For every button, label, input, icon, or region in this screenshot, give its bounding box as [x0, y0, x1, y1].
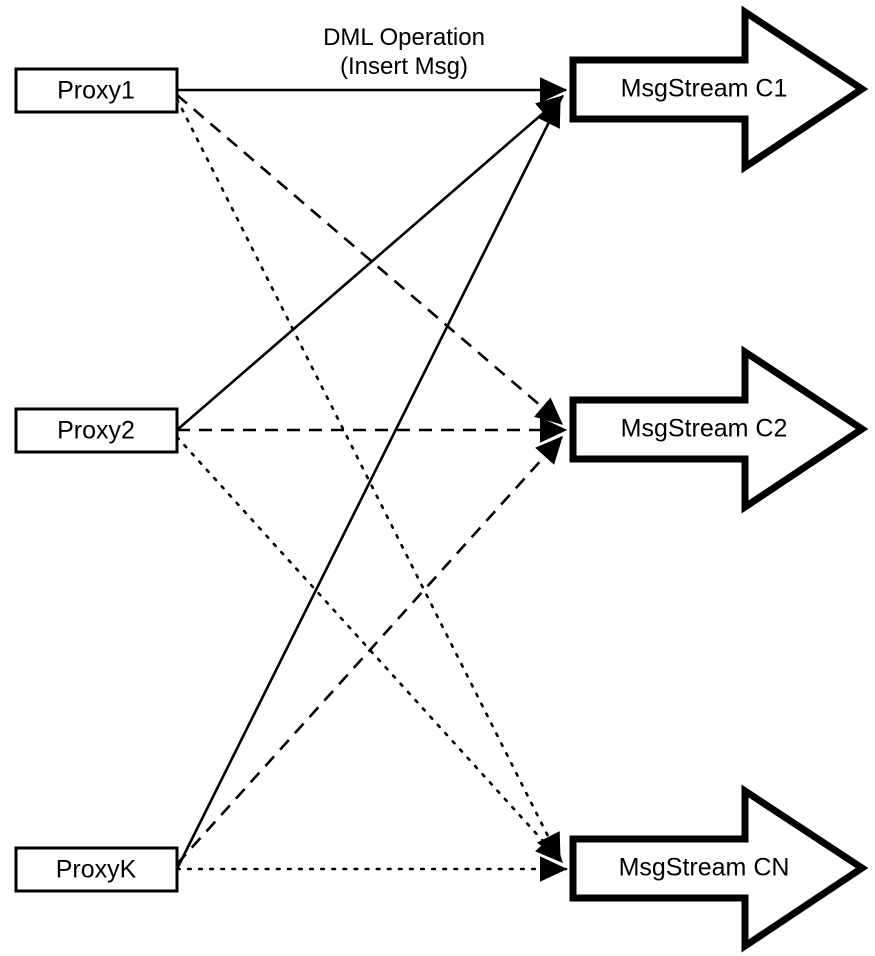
edge-proxy2-to-stream-cn — [175, 435, 564, 864]
proxyk-label: ProxyK — [56, 856, 137, 884]
proxy1-box[interactable] — [14, 67, 179, 114]
proxy2-box[interactable] — [14, 407, 179, 454]
edge-proxyk-to-stream-c2 — [176, 436, 563, 865]
proxy-node-proxyk[interactable]: ProxyK — [14, 846, 179, 893]
stream-c2-label: MsgStream C2 — [621, 415, 788, 443]
stream-cn-block-arrow-icon[interactable] — [569, 784, 869, 953]
dml-operation-label: DML Operation (Insert Msg) — [323, 24, 485, 80]
edge-proxy1-to-stream-c2 — [176, 94, 563, 425]
stream-c1-label: MsgStream C1 — [621, 75, 788, 103]
edge-proxyk-to-stream-c1 — [175, 98, 562, 870]
edge-proxy1-to-stream-cn — [175, 97, 562, 862]
stream-c2-block-arrow-icon[interactable] — [569, 345, 869, 514]
stream-node-c1[interactable]: MsgStream C1 — [569, 5, 869, 174]
proxy-node-proxy1[interactable]: Proxy1 — [14, 67, 179, 114]
stream-cn-label: MsgStream CN — [619, 854, 790, 882]
stream-c1-block-arrow-icon[interactable] — [569, 5, 869, 174]
proxyk-box[interactable] — [14, 846, 179, 893]
dml-operation-line1: DML Operation — [323, 24, 485, 51]
dml-operation-line2: (Insert Msg) — [340, 53, 468, 80]
stream-node-c2[interactable]: MsgStream C2 — [569, 345, 869, 514]
proxy2-label: Proxy2 — [57, 417, 135, 445]
edge-group — [175, 77, 568, 882]
stream-node-cn[interactable]: MsgStream CN — [569, 784, 869, 953]
edge-proxy2-to-stream-c1 — [176, 95, 564, 431]
proxy-node-proxy2[interactable]: Proxy2 — [14, 407, 179, 454]
proxy1-label: Proxy1 — [57, 77, 135, 105]
